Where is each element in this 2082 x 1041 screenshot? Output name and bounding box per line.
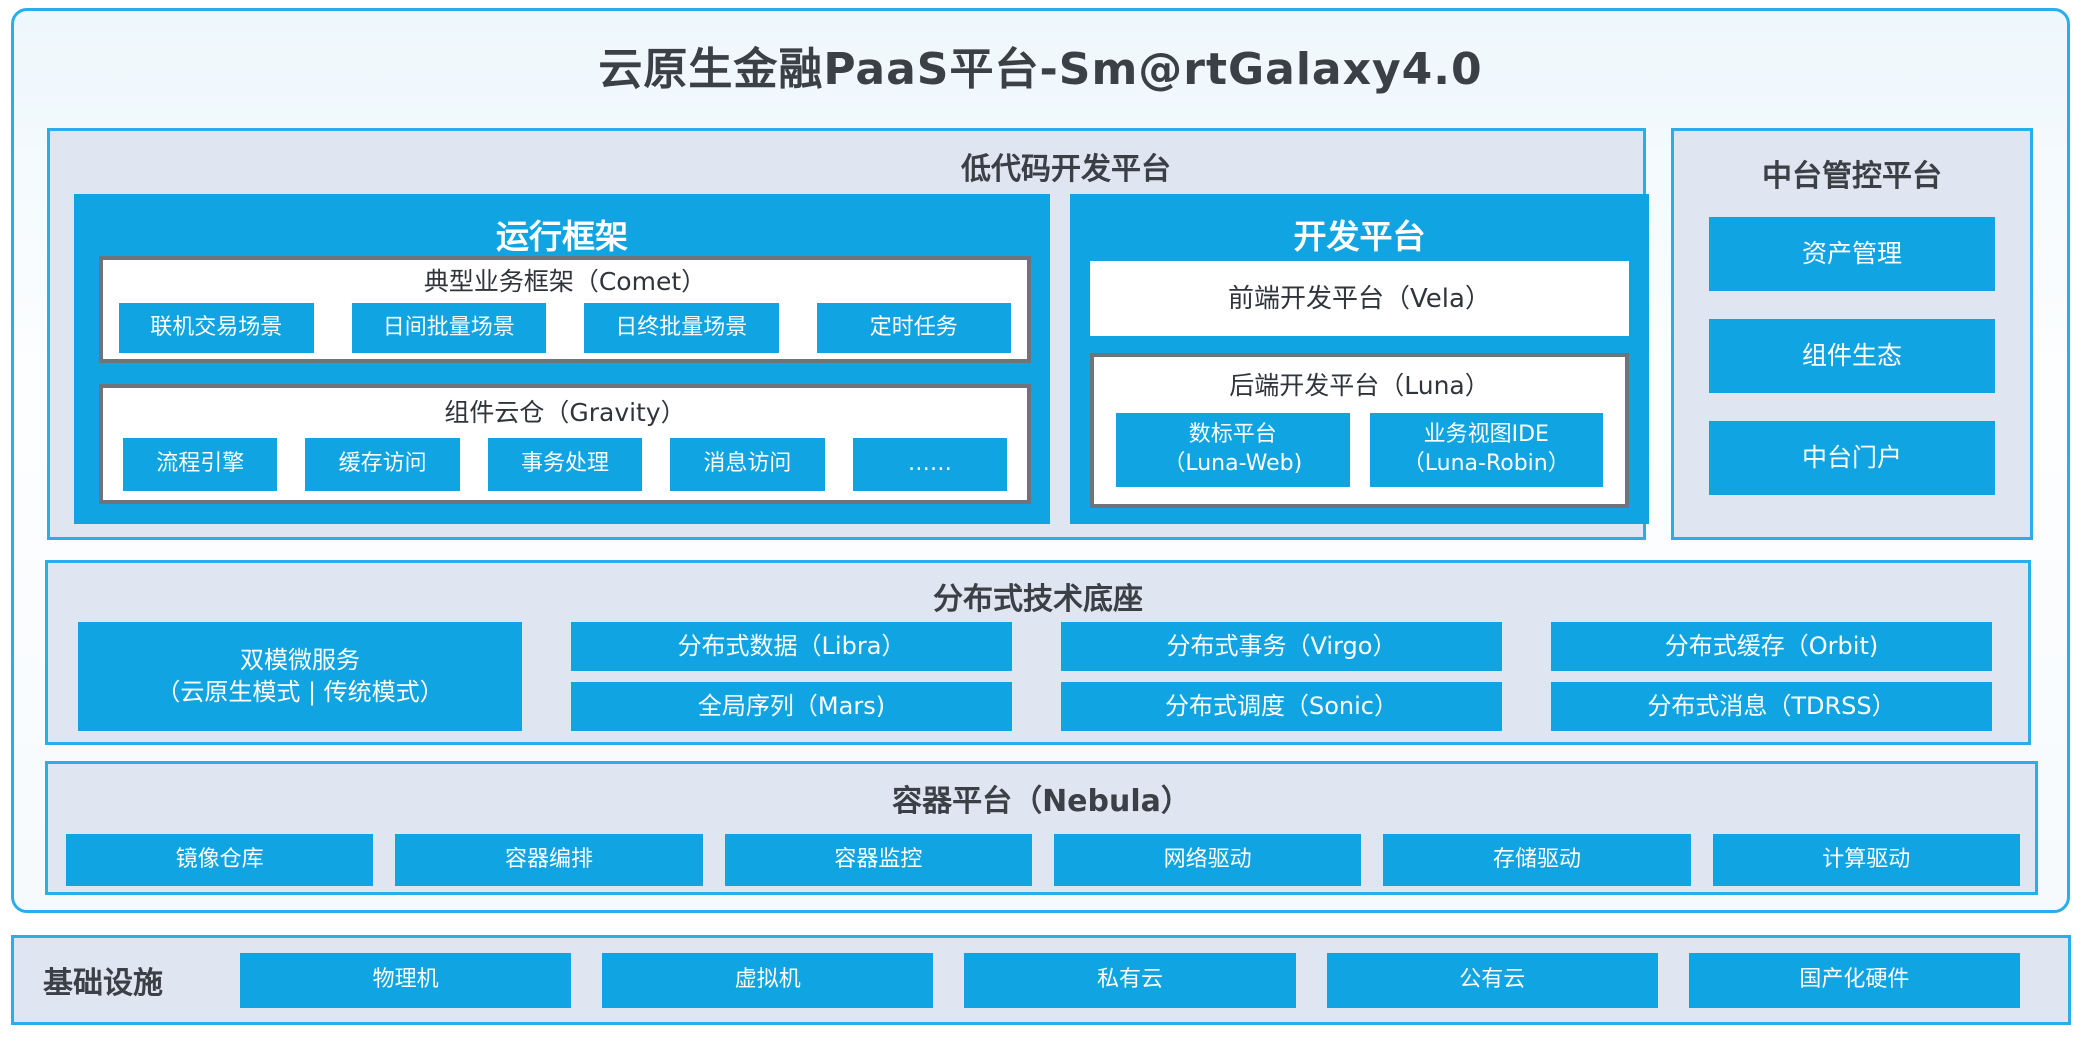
luna-robin-item-line1: 业务视图IDE <box>1423 422 1549 448</box>
infrastructure-label: 基础设施 <box>43 966 163 1001</box>
luna-web-item: 数标平台 （Luna-Web) <box>1116 413 1350 487</box>
dist-item-sonic: 分布式调度（Sonic） <box>1061 682 1502 731</box>
middle-office-panel: 中台管控平台 资产管理 组件生态 中台门户 <box>1671 128 2033 540</box>
container-item-monitoring: 容器监控 <box>724 834 1032 886</box>
distributed-grid: 双模微服务 （云原生模式 | 传统模式） 分布式数据（Libra） 全局序列（M… <box>78 622 1992 731</box>
gravity-item-ellipsis: …… <box>852 438 1008 491</box>
page-title: 云原生金融PaaS平台-Sm@rtGalaxy4.0 <box>598 44 1483 95</box>
infra-item-public-cloud: 公有云 <box>1326 952 1658 1008</box>
luna-robin-item-line2: （Luna-Robin） <box>1402 451 1570 476</box>
middle-office-heading: 中台管控平台 <box>1762 159 1942 194</box>
middle-item-component-ecosystem: 组件生态 <box>1709 319 1995 393</box>
distributed-base-panel: 分布式技术底座 双模微服务 （云原生模式 | 传统模式） 分布式数据（Libra… <box>45 560 2031 745</box>
luna-backend-box: 后端开发平台（Luna） 数标平台 （Luna-Web) 业务视图IDE （Lu… <box>1090 353 1629 508</box>
infra-item-domestic-hardware: 国产化硬件 <box>1688 952 2021 1008</box>
luna-robin-item: 业务视图IDE （Luna-Robin） <box>1369 413 1603 487</box>
container-items-row: 镜像仓库 容器编排 容器监控 网络驱动 存储驱动 计算驱动 <box>66 834 2020 886</box>
lowcode-platform-panel: 低代码开发平台 运行框架 典型业务框架（Comet） 联机交易场景 日间批量场景… <box>47 128 1649 540</box>
gravity-item-transaction-processing: 事务处理 <box>487 438 643 491</box>
distributed-column-1: 分布式数据（Libra） 全局序列（Mars) <box>571 622 1012 731</box>
comet-item-online-trading: 联机交易场景 <box>119 303 314 353</box>
container-platform-panel: 容器平台（Nebula） 镜像仓库 容器编排 容器监控 网络驱动 存储驱动 计算… <box>45 761 2038 895</box>
comet-item-scheduled-task: 定时任务 <box>816 303 1011 353</box>
infra-item-physical-machine: 物理机 <box>240 952 572 1008</box>
distributed-base-heading: 分布式技术底座 <box>933 582 1143 617</box>
gravity-items-row: 流程引擎 缓存访问 事务处理 消息访问 …… <box>123 438 1008 491</box>
lowcode-platform-heading: 低代码开发平台 <box>961 152 1171 187</box>
vela-frontend-box: 前端开发平台（Vela） <box>1090 261 1629 336</box>
luna-web-item-line2: （Luna-Web) <box>1163 451 1303 476</box>
runtime-framework-title: 运行框架 <box>496 217 628 256</box>
comet-items-row: 联机交易场景 日间批量场景 日终批量场景 定时任务 <box>119 303 1011 353</box>
comet-item-endofday-batch: 日终批量场景 <box>584 303 779 353</box>
dual-mode-line2: （云原生模式 | 传统模式） <box>156 677 444 706</box>
container-item-image-registry: 镜像仓库 <box>66 834 374 886</box>
dist-item-virgo: 分布式事务（Virgo） <box>1061 622 1502 671</box>
runtime-framework-box: 运行框架 典型业务框架（Comet） 联机交易场景 日间批量场景 日终批量场景 … <box>74 194 1050 524</box>
distributed-column-3: 分布式缓存（Orbit) 分布式消息（TDRSS） <box>1551 622 1992 731</box>
dev-platform-title: 开发平台 <box>1293 217 1426 256</box>
infra-item-private-cloud: 私有云 <box>964 952 1296 1008</box>
middle-item-middle-portal: 中台门户 <box>1709 421 1995 495</box>
container-item-storage-driver: 存储驱动 <box>1383 834 1691 886</box>
infrastructure-panel: 基础设施 物理机 虚拟机 私有云 公有云 国产化硬件 <box>11 935 2071 1025</box>
gravity-component-box: 组件云仓（Gravity） 流程引擎 缓存访问 事务处理 消息访问 …… <box>99 384 1031 504</box>
luna-items-row: 数标平台 （Luna-Web) 业务视图IDE （Luna-Robin） <box>1116 413 1603 487</box>
middle-item-asset-management: 资产管理 <box>1709 217 1995 291</box>
luna-backend-title: 后端开发平台（Luna） <box>1229 371 1490 400</box>
dual-mode-microservice-box: 双模微服务 （云原生模式 | 传统模式） <box>78 622 522 731</box>
comet-framework-title: 典型业务框架（Comet） <box>423 267 707 296</box>
container-item-orchestration: 容器编排 <box>395 834 703 886</box>
dual-mode-line1: 双模微服务 <box>240 646 360 675</box>
dist-item-libra: 分布式数据（Libra） <box>571 622 1012 671</box>
infrastructure-items-row: 物理机 虚拟机 私有云 公有云 国产化硬件 <box>240 952 2021 1008</box>
dist-item-orbit: 分布式缓存（Orbit) <box>1551 622 1992 671</box>
gravity-item-process-engine: 流程引擎 <box>123 438 278 491</box>
comet-framework-box: 典型业务框架（Comet） 联机交易场景 日间批量场景 日终批量场景 定时任务 <box>99 256 1031 363</box>
dist-item-mars: 全局序列（Mars) <box>571 682 1012 731</box>
dev-platform-box: 开发平台 前端开发平台（Vela） 后端开发平台（Luna） 数标平台 （Lun… <box>1070 194 1649 524</box>
main-frame: 云原生金融PaaS平台-Sm@rtGalaxy4.0 低代码开发平台 运行框架 … <box>11 8 2070 913</box>
comet-item-daytime-batch: 日间批量场景 <box>351 303 546 353</box>
luna-web-item-line1: 数标平台 <box>1188 422 1277 448</box>
container-platform-heading: 容器平台（Nebula） <box>892 784 1191 819</box>
gravity-item-cache-access: 缓存访问 <box>305 438 460 491</box>
gravity-component-title: 组件云仓（Gravity） <box>444 398 686 427</box>
container-item-network-driver: 网络驱动 <box>1053 834 1362 886</box>
gravity-item-message-access: 消息访问 <box>670 438 825 491</box>
distributed-column-2: 分布式事务（Virgo） 分布式调度（Sonic） <box>1061 622 1502 731</box>
infra-item-virtual-machine: 虚拟机 <box>602 952 934 1008</box>
container-item-compute-driver: 计算驱动 <box>1712 834 2020 886</box>
vela-frontend-title: 前端开发平台（Vela） <box>1228 283 1491 314</box>
dist-item-tdrss: 分布式消息（TDRSS） <box>1551 682 1992 731</box>
